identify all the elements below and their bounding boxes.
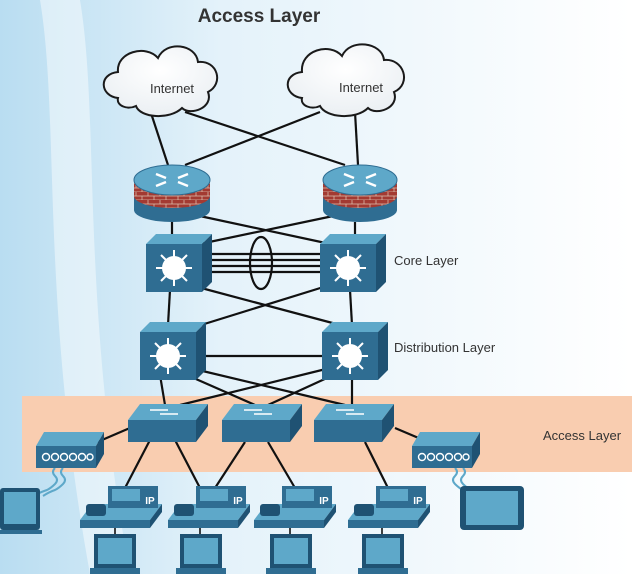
- access-switch-2: [222, 404, 302, 442]
- core-switch-right: [320, 234, 386, 292]
- distribution-switch-right: [322, 322, 388, 380]
- access-switch-3: [314, 404, 394, 442]
- ip-phone-3: [254, 486, 336, 528]
- pc-3: [266, 534, 316, 574]
- internet-cloud-right: [286, 43, 405, 117]
- cloud-label-left: Internet: [150, 81, 194, 96]
- wireless-signal-left: [36, 467, 58, 495]
- link-cloud2-fw2: [353, 111, 360, 166]
- etherchannel-bundle: [248, 235, 274, 291]
- access-switch-1: [128, 404, 208, 442]
- wireless-ap-left: [36, 432, 104, 468]
- link-fw2-core1: [194, 213, 339, 247]
- link-acc1-phone1: [124, 439, 151, 489]
- core-switch-left: [146, 234, 212, 292]
- phone-badge-2: IP: [233, 496, 243, 507]
- link-acc2-phone3: [267, 441, 296, 489]
- core-layer-label: Core Layer: [394, 253, 459, 268]
- wireless-ap-right: [412, 432, 480, 468]
- link-dist1-acc3: [189, 366, 346, 407]
- phone-badge-3: IP: [319, 496, 329, 507]
- pc-1: [90, 534, 140, 574]
- ip-phone-1: [80, 486, 162, 528]
- firewall-router-right: [322, 164, 398, 222]
- cloud-shape: [102, 45, 219, 117]
- tablet-right: [460, 486, 524, 530]
- link-acc3-phone4: [364, 441, 389, 489]
- pc-4: [358, 534, 408, 574]
- link-cloud2-fw1: [184, 110, 321, 167]
- ip-phone-4: [348, 486, 430, 528]
- ip-phone-2: [168, 486, 250, 528]
- diagram-title: Access Layer: [197, 6, 321, 27]
- pc-2: [176, 534, 226, 574]
- links: [94, 109, 429, 489]
- link-dist2-acc1: [179, 366, 331, 407]
- cloud-label-right: Internet: [339, 80, 383, 95]
- phone-badge-4: IP: [413, 496, 423, 507]
- distribution-switch-left: [140, 322, 206, 380]
- link-cloud1-fw1: [148, 109, 170, 166]
- cloud-shape: [286, 43, 405, 117]
- link-acc1-phone2: [174, 439, 201, 489]
- link-acc2-phone2: [214, 441, 246, 489]
- internet-cloud-left: [102, 45, 219, 117]
- laptop-left: [0, 488, 42, 534]
- link-core2-dist2: [348, 289, 354, 326]
- link-core1-dist1: [166, 289, 172, 326]
- wireless-signal-left-2: [42, 467, 66, 497]
- access-layer-label: Access Layer: [543, 428, 622, 443]
- link-core2-dist1: [184, 283, 331, 332]
- link-cloud1-fw2: [184, 110, 346, 167]
- phone-badge-1: IP: [145, 496, 155, 507]
- firewall-router-left: [133, 164, 211, 222]
- distribution-layer-label: Distribution Layer: [394, 340, 496, 355]
